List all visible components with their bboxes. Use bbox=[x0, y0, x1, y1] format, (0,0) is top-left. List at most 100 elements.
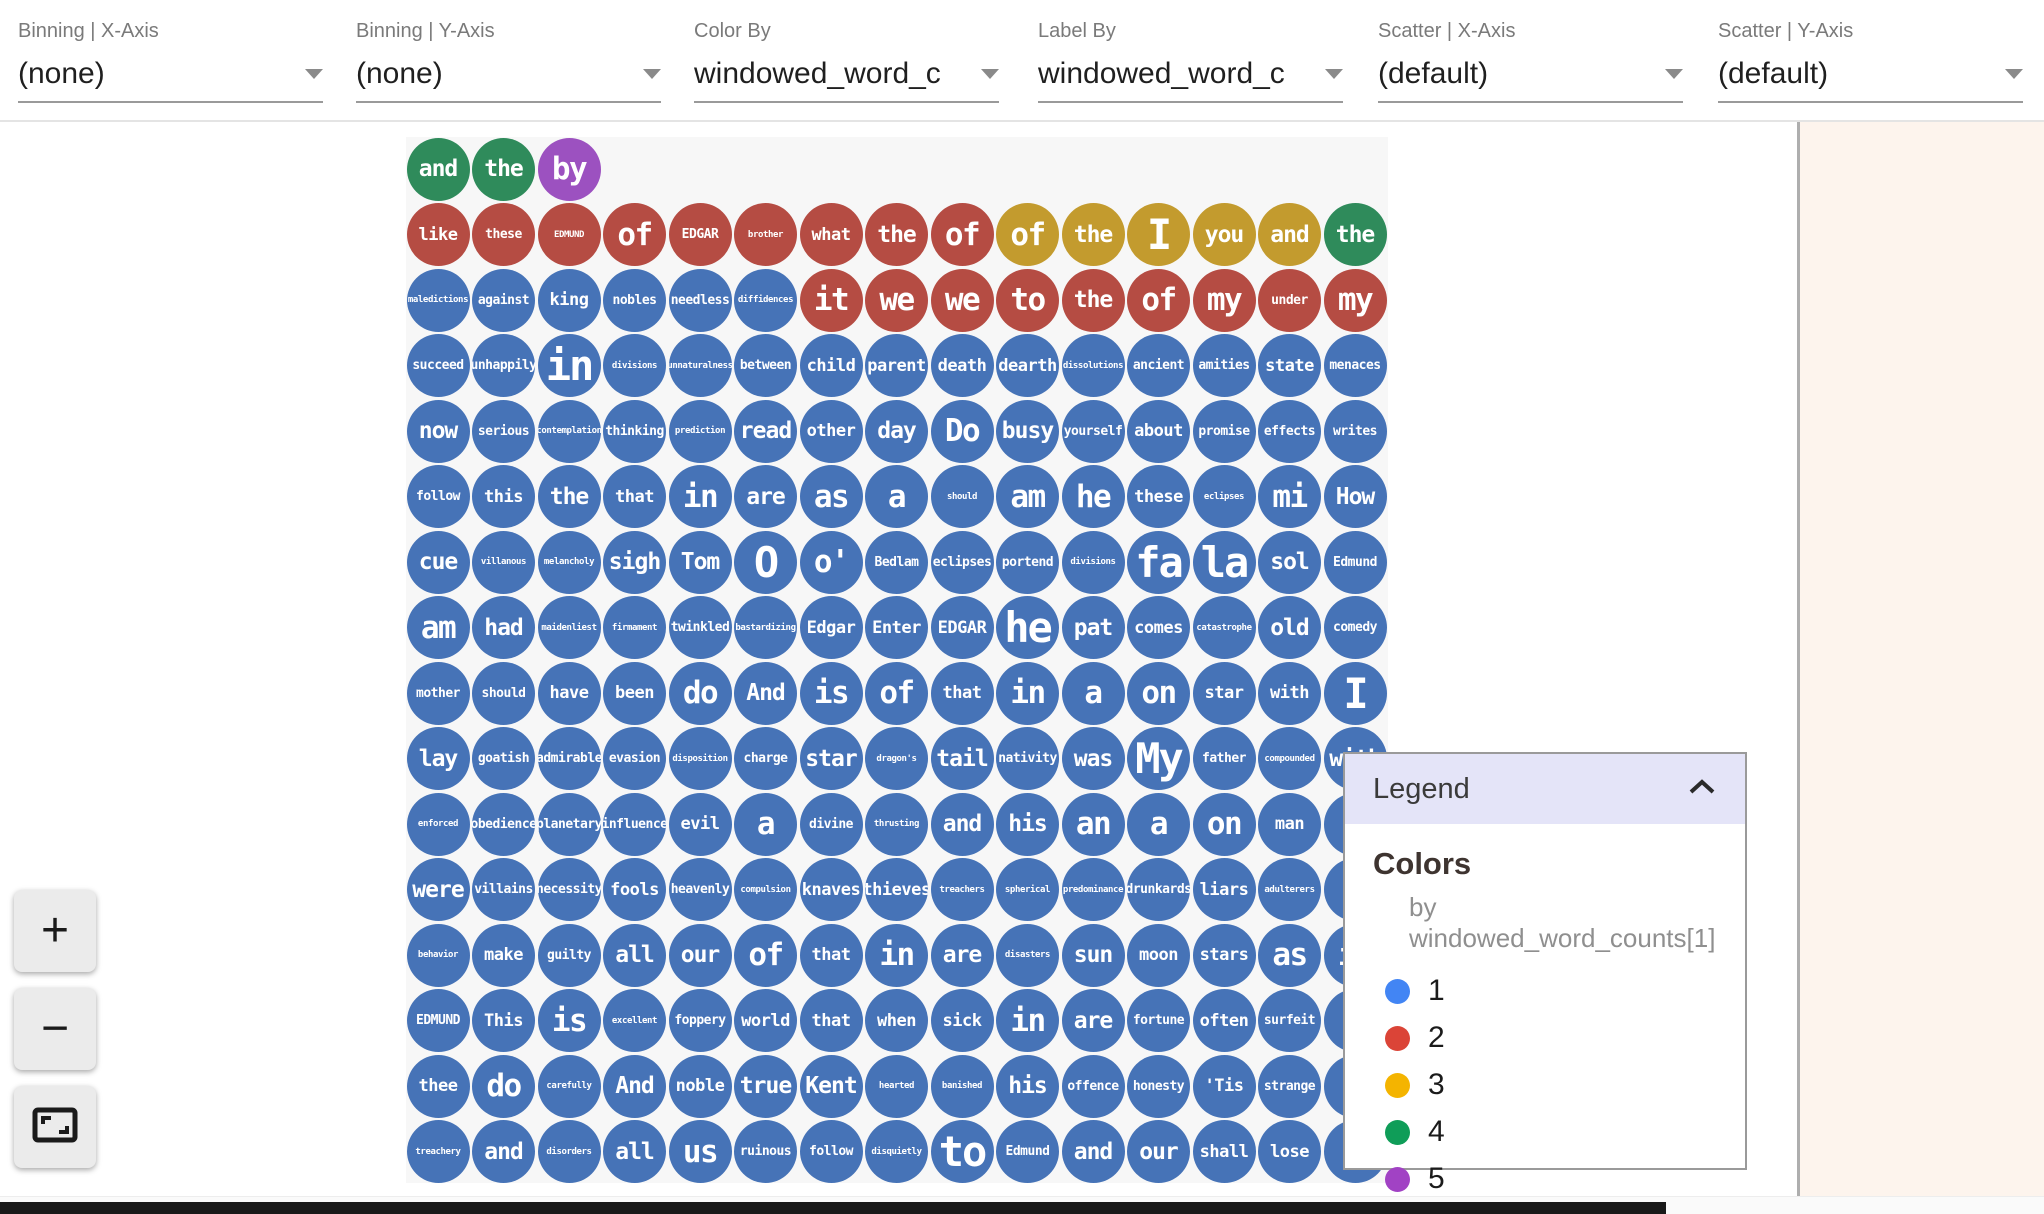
word-circle[interactable]: is bbox=[799, 661, 863, 725]
word-circle[interactable]: disposition bbox=[668, 727, 732, 790]
word-circle[interactable]: in bbox=[865, 923, 928, 987]
word-circle[interactable]: Edmund bbox=[1323, 530, 1387, 594]
word-circle[interactable]: we bbox=[865, 268, 928, 332]
word-circle[interactable]: EDGAR bbox=[930, 596, 994, 659]
word-circle[interactable]: father bbox=[1192, 727, 1256, 790]
dropdown-select[interactable]: (default) bbox=[1718, 57, 2023, 103]
word-circle[interactable]: other bbox=[799, 399, 863, 463]
legend-item[interactable]: 5 bbox=[1373, 1162, 1717, 1196]
word-circle[interactable]: of bbox=[734, 923, 797, 987]
word-circle[interactable]: eclipses bbox=[930, 530, 994, 594]
word-circle[interactable]: thrusting bbox=[865, 792, 928, 856]
word-circle[interactable]: And bbox=[734, 661, 797, 725]
word-circle[interactable]: nobles bbox=[603, 268, 666, 332]
word-circle[interactable]: a bbox=[1127, 792, 1190, 856]
word-circle[interactable]: the bbox=[1061, 203, 1125, 266]
word-circle[interactable]: knaves bbox=[799, 858, 863, 921]
word-circle[interactable]: foppery bbox=[668, 989, 732, 1052]
word-circle[interactable]: that bbox=[799, 989, 863, 1052]
word-circle[interactable]: death bbox=[930, 334, 994, 397]
word-circle[interactable]: menaces bbox=[1323, 334, 1387, 397]
word-circle[interactable]: 'Tis bbox=[1192, 1054, 1256, 1118]
word-circle[interactable]: world bbox=[734, 989, 797, 1052]
word-circle[interactable]: when bbox=[865, 989, 928, 1052]
word-circle[interactable]: fools bbox=[603, 858, 666, 921]
word-circle[interactable]: were bbox=[406, 858, 470, 921]
word-circle[interactable]: like bbox=[406, 203, 470, 266]
word-circle[interactable]: you bbox=[1192, 203, 1256, 266]
word-circle[interactable]: our bbox=[1127, 1120, 1190, 1183]
word-circle[interactable]: king bbox=[537, 268, 601, 332]
word-circle[interactable]: maidenliest bbox=[537, 596, 601, 659]
word-circle[interactable]: succeed bbox=[406, 334, 470, 397]
dropdown-select[interactable]: (none) bbox=[18, 57, 323, 103]
word-circle[interactable]: the bbox=[1323, 203, 1387, 266]
word-circle[interactable]: to bbox=[930, 1120, 994, 1183]
word-circle[interactable]: thinking bbox=[603, 399, 666, 463]
word-circle[interactable]: to bbox=[996, 268, 1059, 332]
word-circle[interactable]: behavior bbox=[406, 923, 470, 987]
word-circle[interactable]: we bbox=[930, 268, 994, 332]
word-circle[interactable]: make bbox=[472, 923, 535, 987]
word-circle[interactable]: was bbox=[1061, 727, 1125, 790]
word-circle[interactable]: compulsion bbox=[734, 858, 797, 921]
legend-item[interactable]: 4 bbox=[1373, 1115, 1717, 1149]
word-circle[interactable]: evil bbox=[668, 792, 732, 856]
word-circle[interactable]: And bbox=[603, 1054, 666, 1118]
word-circle[interactable]: amities bbox=[1192, 334, 1256, 397]
word-circle[interactable]: the bbox=[472, 137, 535, 201]
word-circle[interactable]: he bbox=[1061, 465, 1125, 528]
word-circle[interactable]: old bbox=[1258, 596, 1321, 659]
word-circle[interactable]: carefully bbox=[537, 1054, 601, 1118]
word-circle[interactable]: my bbox=[1192, 268, 1256, 332]
word-circle[interactable]: against bbox=[472, 268, 535, 332]
word-circle[interactable]: between bbox=[734, 334, 797, 397]
word-circle[interactable]: of bbox=[996, 203, 1059, 266]
word-circle[interactable]: pat bbox=[1061, 596, 1125, 659]
word-circle[interactable]: moon bbox=[1127, 923, 1190, 987]
word-circle[interactable]: ruinous bbox=[734, 1120, 797, 1183]
word-circle[interactable]: of bbox=[1127, 268, 1190, 332]
word-circle[interactable]: Edgar bbox=[799, 596, 863, 659]
word-circle[interactable]: sigh bbox=[603, 530, 666, 594]
word-circle[interactable]: all bbox=[603, 923, 666, 987]
word-circle[interactable]: am bbox=[996, 465, 1059, 528]
word-circle[interactable]: the bbox=[865, 203, 928, 266]
word-circle[interactable]: star bbox=[1192, 661, 1256, 725]
word-circle[interactable]: liars bbox=[1192, 858, 1256, 921]
word-circle[interactable]: disorders bbox=[537, 1120, 601, 1183]
legend-header[interactable]: Legend bbox=[1345, 754, 1745, 824]
word-circle[interactable]: nativity bbox=[996, 727, 1059, 790]
zoom-in-button[interactable]: + bbox=[14, 890, 96, 972]
word-circle[interactable]: cue bbox=[406, 530, 470, 594]
word-circle[interactable]: and bbox=[1061, 1120, 1125, 1183]
word-circle[interactable]: evasion bbox=[603, 727, 666, 790]
word-circle[interactable]: unhappily bbox=[472, 334, 535, 397]
word-circle[interactable]: a bbox=[1061, 661, 1125, 725]
word-circle[interactable]: read bbox=[734, 399, 797, 463]
word-circle[interactable]: EDMUND bbox=[537, 203, 601, 266]
word-circle[interactable]: bastardizing bbox=[734, 596, 797, 659]
word-circle[interactable]: divisions bbox=[1061, 530, 1125, 594]
word-circle[interactable]: Enter bbox=[865, 596, 928, 659]
word-circle[interactable]: I bbox=[1127, 203, 1190, 266]
word-circle[interactable]: his bbox=[996, 1054, 1059, 1118]
word-circle[interactable]: and bbox=[1258, 203, 1321, 266]
word-circle[interactable]: lose bbox=[1258, 1120, 1321, 1183]
word-circle[interactable]: his bbox=[996, 792, 1059, 856]
fit-to-screen-button[interactable] bbox=[14, 1086, 96, 1168]
word-circle[interactable]: effects bbox=[1258, 399, 1321, 463]
word-circle[interactable]: treachers bbox=[930, 858, 994, 921]
word-circle[interactable]: should bbox=[930, 465, 994, 528]
word-circle[interactable]: follow bbox=[406, 465, 470, 528]
word-circle[interactable]: O bbox=[734, 530, 797, 594]
word-circle[interactable]: an bbox=[1061, 792, 1125, 856]
word-circle[interactable]: needless bbox=[668, 268, 732, 332]
word-circle[interactable]: as bbox=[799, 465, 863, 528]
word-circle[interactable]: admirable bbox=[537, 727, 601, 790]
word-circle[interactable]: enforced bbox=[406, 792, 470, 856]
word-circle[interactable]: thieves bbox=[865, 858, 928, 921]
word-circle[interactable]: on bbox=[1192, 792, 1256, 856]
word-circle[interactable]: serious bbox=[472, 399, 535, 463]
word-circle[interactable]: Bedlam bbox=[865, 530, 928, 594]
